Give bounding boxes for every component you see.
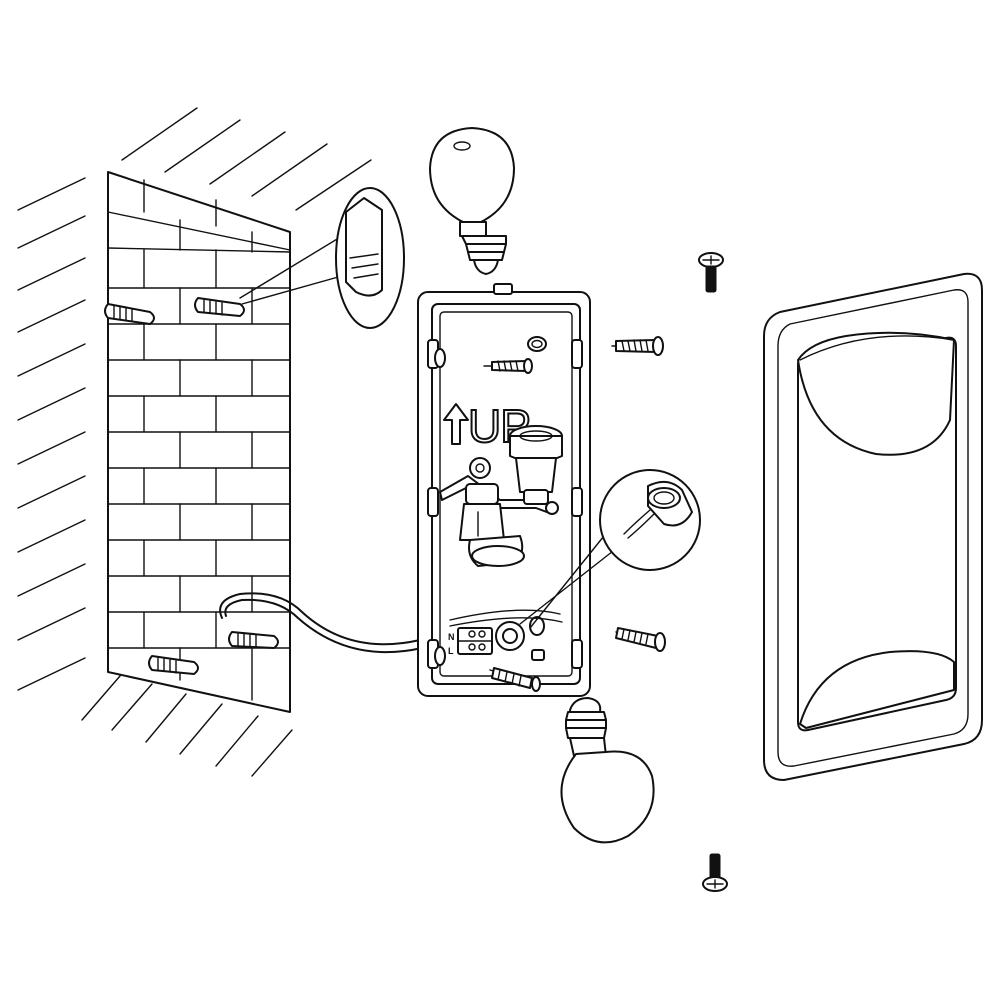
box-fixing-hole bbox=[527, 336, 547, 352]
socket-detail-callout bbox=[519, 469, 701, 629]
light-bulb bbox=[429, 127, 515, 275]
wall-plug-detail-callout bbox=[239, 187, 405, 329]
mounting-screw bbox=[611, 336, 664, 356]
wall-plug bbox=[104, 303, 155, 325]
wall-plug bbox=[194, 297, 245, 317]
internal-wire bbox=[449, 617, 563, 627]
supply-cable bbox=[219, 592, 421, 646]
wall-outline bbox=[107, 171, 291, 713]
supply-cable-sheath bbox=[224, 598, 423, 654]
light-bulb bbox=[560, 697, 655, 844]
cable-gland bbox=[495, 621, 525, 651]
wall-hatching bbox=[17, 107, 372, 777]
box-fixing-hole bbox=[434, 348, 446, 368]
box-fixing-hole bbox=[434, 646, 446, 666]
internal-wire bbox=[449, 609, 561, 621]
terminal-label-n: N bbox=[448, 632, 455, 642]
mounting-screw bbox=[483, 358, 533, 374]
mounting-box: UP bbox=[417, 283, 591, 697]
mounting-screw bbox=[615, 627, 666, 652]
cover-screw bbox=[702, 853, 728, 892]
brick-courses bbox=[107, 179, 291, 701]
bulb-socket bbox=[459, 457, 525, 567]
box-top-tab bbox=[493, 283, 513, 295]
bulb-socket bbox=[509, 425, 563, 515]
wall-plug bbox=[228, 631, 279, 649]
cover-screw bbox=[698, 252, 724, 293]
box-clip bbox=[531, 649, 545, 661]
mounting-screw bbox=[489, 667, 541, 692]
box-fixing-hole bbox=[529, 616, 545, 636]
terminal-block: N L bbox=[448, 627, 493, 656]
terminal-label-l: L bbox=[448, 646, 454, 656]
wall-plug bbox=[148, 655, 199, 675]
front-cover bbox=[763, 272, 983, 781]
brick-wall bbox=[17, 107, 405, 777]
